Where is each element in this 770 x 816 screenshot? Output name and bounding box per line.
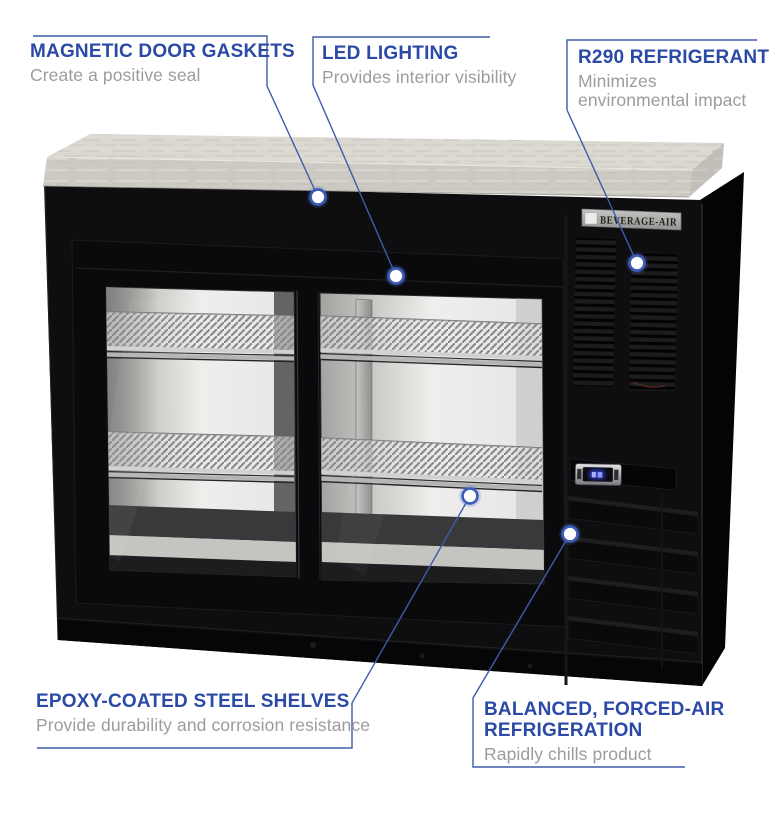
connector-dot: [559, 523, 581, 545]
left-glass-door: [105, 286, 297, 578]
callout-led-lighting: LED LIGHTING Provides interior visibilit…: [322, 43, 516, 87]
connector-dot: [307, 186, 329, 208]
callout-r290-refrigerant: R290 REFRIGERANT Minimizes environmental…: [578, 47, 769, 110]
connector-dots: [307, 186, 648, 545]
leader-line: [312, 36, 490, 277]
cabinet-side-panel: [700, 172, 744, 686]
callout-subtitle: Create a positive seal: [30, 65, 201, 85]
sliding-door-module: [71, 215, 568, 685]
right-glass-door: [319, 292, 545, 585]
brand-plate: BEVERAGE-AIR: [581, 208, 682, 231]
callout-title: R290 REFRIGERANT: [578, 47, 770, 68]
vent-grille: [572, 237, 678, 392]
callout-title: MAGNETIC DOOR GASKETS: [30, 41, 295, 62]
leader-line: [566, 39, 757, 264]
leader-line: [472, 533, 685, 768]
brand-name: BEVERAGE-AIR: [600, 215, 678, 229]
connector-dot: [385, 265, 407, 287]
callout-balanced-forced-air-refrigeration: BALANCED, FORCED-AIR REFRIGERATION Rapid…: [484, 699, 742, 764]
cabinet: BEVERAGE-AIR: [42, 134, 744, 686]
callout-subtitle: Minimizes environmental impact: [578, 71, 747, 110]
callout-epoxy-coated-steel-shelves: EPOXY-COATED STEEL SHELVES Provide durab…: [36, 691, 370, 735]
callout-magnetic-door-gaskets: MAGNETIC DOOR GASKETS Create a positive …: [30, 41, 295, 85]
callout-subtitle: Provide durability and corrosion resista…: [36, 715, 371, 735]
leader-lines: [33, 35, 757, 768]
temperature-display: [574, 463, 622, 486]
wire-shelf: [320, 437, 543, 493]
wire-shelf: [320, 315, 543, 369]
leader-line: [33, 35, 319, 198]
leader-line: [37, 495, 471, 749]
callout-title: BALANCED, FORCED-AIR REFRIGERATION: [484, 699, 725, 741]
compressor-section: BEVERAGE-AIR: [567, 208, 699, 668]
connector-dot: [626, 252, 648, 274]
callout-subtitle: Rapidly chills product: [484, 744, 652, 764]
wire-shelf: [106, 311, 295, 363]
callout-title: LED LIGHTING: [322, 43, 459, 64]
wire-shelf: [106, 431, 295, 484]
connector-dot: [459, 485, 481, 507]
callout-subtitle: Provides interior visibility: [322, 67, 517, 87]
callout-title: EPOXY-COATED STEEL SHELVES: [36, 691, 350, 712]
louver-slats: [567, 492, 699, 668]
counter-top: [42, 134, 724, 198]
